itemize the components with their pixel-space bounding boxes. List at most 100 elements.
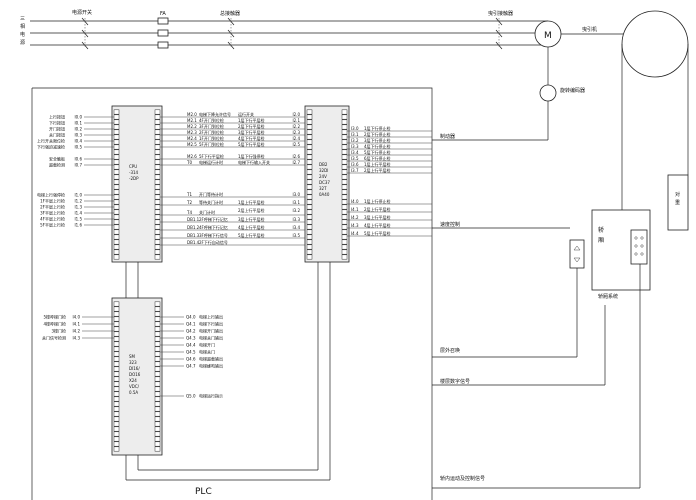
cpu-output-label: 电梯运行计时: [199, 159, 223, 165]
sm-output-addr: Q4.3: [186, 336, 196, 341]
terminal-pin: [341, 209, 348, 215]
terminal-pin: [341, 124, 348, 130]
di-right-addr: I4.1: [351, 207, 359, 212]
terminal-pin: [341, 219, 348, 225]
encoder-label: 旋转编码器: [560, 87, 585, 94]
cpu-output-addr: T4: [186, 210, 192, 215]
di-left-addr: I3.2: [292, 208, 300, 213]
supply-label-1: 相: [20, 23, 25, 30]
terminal-pin: [154, 356, 161, 362]
di-right-addr: I3.2: [351, 138, 359, 143]
terminal-pin: [154, 154, 161, 160]
terminal-pin: [113, 346, 120, 352]
supply-lines: [30, 17, 548, 50]
cpu-output-addr: T2: [186, 200, 192, 205]
terminal-pin: [154, 446, 161, 452]
terminal-pin: [341, 134, 348, 140]
terminal-pin: [113, 341, 120, 347]
terminal-pin: [341, 189, 348, 195]
terminal-pin: [306, 229, 313, 235]
car-panel: [630, 229, 648, 265]
terminal-pin: [113, 179, 120, 185]
sm-id-1: 323: [129, 360, 137, 365]
terminal-pin: [306, 159, 313, 165]
di-id-1: 32DI: [319, 168, 328, 173]
terminal-pin: [154, 164, 161, 170]
terminal-pin: [341, 234, 348, 240]
terminal-pin: [154, 139, 161, 145]
di-id-4: 32T: [319, 186, 327, 191]
terminal-pin: [306, 199, 313, 205]
terminal-pin: [113, 184, 120, 190]
sm-input-label: 4楼呼梯门检: [43, 321, 66, 327]
cpu-input-addr: I0.1: [74, 121, 82, 126]
di-right-label: 2层上行平层检: [364, 206, 391, 212]
terminal-pin: [154, 184, 161, 190]
sm-input-label: 关门信号检测: [42, 335, 66, 341]
di-right-addr: I3.0: [351, 126, 359, 131]
di-left-addr: I3.1: [292, 200, 300, 205]
terminal-pin: [113, 421, 120, 427]
terminal-pin: [154, 144, 161, 150]
terminal-pin: [306, 139, 313, 145]
terminal-pin: [306, 129, 313, 135]
terminal-pin: [113, 411, 120, 417]
di-left-label: 4层上行平层检: [238, 224, 265, 230]
cpu-output-label: 4F开门到位检: [199, 117, 224, 123]
cpu-input-addr: I1.6: [74, 223, 82, 228]
di-right-label: 2层上行平层检: [364, 167, 391, 173]
motor-label: 曳引机: [582, 26, 597, 33]
sm-input-addr: I4.3: [72, 336, 80, 341]
cpu-output-addr: DB1.4: [187, 240, 200, 245]
terminal-pin: [113, 199, 120, 205]
terminal-pin: [154, 396, 161, 402]
terminal-pin: [154, 214, 161, 220]
terminal-pin: [154, 326, 161, 332]
terminal-pin: [154, 401, 161, 407]
sm-module: [111, 297, 163, 456]
terminal-pin: [113, 371, 120, 377]
cpu-output-addr: T1: [186, 192, 192, 197]
terminal-pin: [113, 441, 120, 447]
cpu-output-label: 电梯下降允许信号: [199, 111, 231, 117]
terminal-pin: [113, 159, 120, 165]
terminal-pin: [113, 174, 120, 180]
counterweight-box: [667, 174, 689, 231]
cpu-input-label: 1F平层上行检: [40, 198, 65, 204]
counterweight-label-1: 重: [675, 199, 680, 206]
di-right-addr: I3.1: [351, 132, 359, 137]
hall-call-box: [569, 239, 585, 269]
cpu-output-label: 等待关门计时: [199, 199, 223, 205]
terminal-pin: [341, 114, 348, 120]
terminal-pin: [341, 204, 348, 210]
di-id-5: 0A40: [319, 192, 330, 197]
di-right-addr: I3.6: [351, 162, 359, 167]
di-left-label: 2层下行平层检: [238, 123, 265, 129]
di-right-label: 3层下行停止检: [364, 137, 391, 143]
cpu-input-addr: I1.3: [74, 205, 82, 210]
terminal-pin: [154, 331, 161, 337]
switch-label: 电源开关: [72, 9, 92, 16]
cpu-output-label: 2F开门到位检: [199, 129, 224, 135]
cpu-output-addr: M2.1: [187, 118, 197, 123]
terminal-pin: [113, 124, 120, 130]
cpu-input-addr: I0.3: [74, 133, 82, 138]
di-left-addr: I2.7: [292, 160, 300, 165]
terminal-pin: [341, 174, 348, 180]
cpu-output-addr: M2.4: [187, 136, 197, 141]
terminal-pin: [154, 149, 161, 155]
cpu-id-2: -2DP: [129, 176, 139, 181]
cpu-output-label: 5F下行平层检: [199, 153, 224, 159]
sm-id-2: DI16/: [129, 366, 140, 371]
terminal-pin: [113, 376, 120, 382]
motor-letter: M: [544, 31, 552, 41]
terminal-pin: [113, 406, 120, 412]
cpu-input-label: 下行强迫减速检: [37, 144, 65, 150]
sm-output-label: 电梯开门输出: [199, 328, 223, 334]
terminal-pin: [154, 421, 161, 427]
sm-input-label: 3楼门检: [51, 328, 66, 334]
cpu-input-addr: I1.2: [74, 199, 82, 204]
cpu-input-label: 上行开关限位检: [37, 138, 65, 144]
di-right-label: 1层上行停止检: [364, 198, 391, 204]
